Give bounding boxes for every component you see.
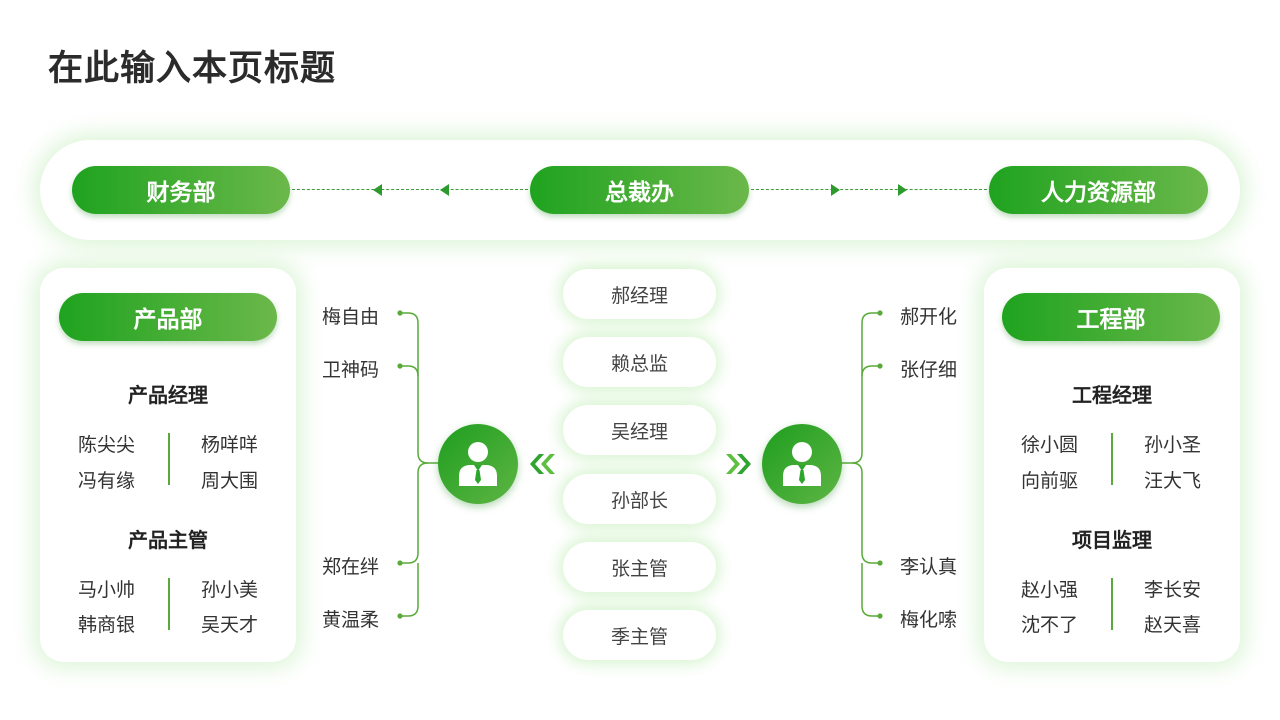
center-list-item[interactable]: 孙部长 — [563, 474, 716, 524]
arrow-right-icon — [831, 184, 840, 196]
member-name: 冯有缘 — [78, 470, 136, 492]
arrow-left-icon — [440, 184, 449, 196]
left-person-name: 郑在绊 — [322, 556, 380, 578]
member-name: 孙小美 — [201, 579, 259, 601]
right-person-name: 张仔细 — [900, 359, 958, 381]
divider — [168, 578, 170, 630]
member-name: 马小帅 — [78, 579, 136, 601]
center-list-item[interactable]: 赖总监 — [563, 337, 716, 387]
page-title: 在此输入本页标题 — [48, 49, 337, 89]
role-label: 产品经理 — [128, 383, 208, 407]
dept-hr[interactable]: 人力资源部 — [989, 166, 1208, 214]
divider — [1111, 433, 1113, 485]
member-name: 赵天喜 — [1144, 614, 1202, 636]
right-person-name: 郝开化 — [900, 306, 958, 328]
role-label: 项目监理 — [1072, 528, 1152, 552]
divider — [1111, 578, 1113, 630]
double-chevron-left-icon — [530, 454, 555, 474]
connector-right — [751, 189, 987, 190]
dept-president-office[interactable]: 总裁办 — [530, 166, 749, 214]
role-label: 产品主管 — [128, 528, 208, 552]
businessman-icon — [438, 424, 518, 504]
right-person-name: 梅化嗦 — [900, 609, 958, 631]
connector-left — [292, 189, 528, 190]
right-person-name: 李认真 — [900, 556, 958, 578]
member-name: 汪大飞 — [1144, 470, 1202, 492]
member-name: 赵小强 — [1021, 579, 1079, 601]
center-list-item[interactable]: 郝经理 — [563, 269, 716, 319]
dept-finance[interactable]: 财务部 — [72, 166, 290, 214]
member-name: 沈不了 — [1021, 614, 1079, 636]
left-person-name: 卫神码 — [322, 359, 380, 381]
left-person-name: 黄温柔 — [322, 609, 380, 631]
center-list-item[interactable]: 张主管 — [563, 542, 716, 592]
divider — [168, 433, 170, 485]
member-name: 韩商银 — [78, 614, 136, 636]
dept-engineering[interactable]: 工程部 — [1002, 293, 1220, 341]
arrow-right-icon — [898, 184, 907, 196]
member-name: 孙小圣 — [1144, 434, 1202, 456]
member-name: 李长安 — [1144, 579, 1202, 601]
center-list-item[interactable]: 季主管 — [563, 610, 716, 660]
member-name: 陈尖尖 — [78, 434, 136, 456]
double-chevron-right-icon — [726, 454, 751, 474]
center-list-item[interactable]: 吴经理 — [563, 405, 716, 455]
role-label: 工程经理 — [1072, 383, 1152, 407]
dept-product[interactable]: 产品部 — [59, 293, 277, 341]
member-name: 向前驱 — [1021, 470, 1079, 492]
businessman-icon — [762, 424, 842, 504]
member-name: 吴天才 — [201, 614, 259, 636]
member-name: 周大围 — [201, 470, 259, 492]
member-name: 徐小圆 — [1021, 434, 1079, 456]
arrow-left-icon — [373, 184, 382, 196]
member-name: 杨咩咩 — [201, 434, 259, 456]
left-person-name: 梅自由 — [322, 306, 380, 328]
